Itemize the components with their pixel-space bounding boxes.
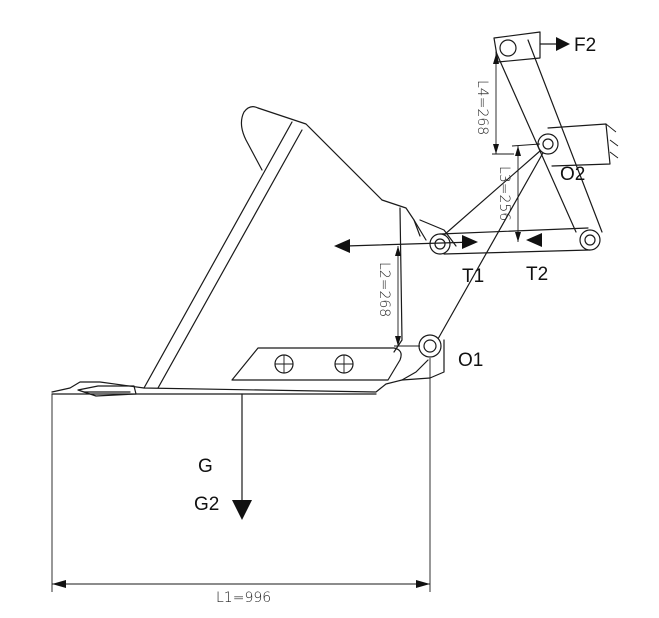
f2-arrowhead bbox=[556, 37, 570, 51]
dim-label-l4: L4=268 bbox=[474, 80, 490, 135]
l2-arrow-top bbox=[395, 246, 401, 256]
bucket-rear-edge bbox=[393, 207, 403, 353]
pin-o1-inner bbox=[423, 339, 437, 353]
rocker-arm-right bbox=[527, 39, 603, 233]
l1-arrow-left bbox=[52, 580, 66, 588]
bucket-lip bbox=[240, 106, 263, 171]
l3-arrow-top bbox=[515, 146, 521, 156]
bucket-back-line bbox=[143, 121, 293, 389]
bucket-ear-upper bbox=[419, 219, 457, 247]
label-t1: T1 bbox=[462, 266, 484, 287]
ear-link bbox=[413, 219, 427, 241]
pin-top bbox=[499, 39, 517, 57]
t1-arrowhead-left bbox=[334, 239, 350, 253]
bucket-bottom bbox=[51, 359, 429, 393]
dim-label-l2: L2=268 bbox=[376, 262, 392, 317]
rocker-top-block bbox=[493, 31, 541, 63]
t1-arrowhead-right bbox=[462, 235, 478, 249]
label-t2: T2 bbox=[526, 264, 548, 285]
label-o2: O2 bbox=[560, 164, 585, 185]
label-g2: G2 bbox=[194, 494, 219, 515]
dimension-lines bbox=[51, 52, 541, 592]
plate-hole-left-cross bbox=[275, 355, 293, 373]
l2-arrow-bottom bbox=[395, 336, 401, 346]
label-g: G bbox=[198, 456, 213, 477]
frame-hatch bbox=[605, 123, 619, 159]
l4-arrow-top bbox=[493, 54, 499, 64]
bucket-ear-lower bbox=[401, 339, 445, 381]
l3-arrow-bottom bbox=[515, 232, 521, 242]
tie-rod-top bbox=[439, 227, 589, 235]
text-labels: F2 O2 T1 T2 O1 G G2 L1=996 L2=268 L3=256… bbox=[194, 35, 596, 606]
label-o1: O1 bbox=[458, 350, 483, 371]
o2-to-t1-line bbox=[435, 143, 549, 243]
pin-t2-inner bbox=[584, 234, 596, 246]
tie-rod-bottom bbox=[443, 249, 591, 255]
slot-plate bbox=[231, 347, 402, 381]
bucket bbox=[51, 106, 457, 397]
forces bbox=[232, 37, 570, 520]
pin-t1-inner bbox=[434, 238, 446, 250]
cutting-edge bbox=[77, 385, 137, 397]
label-f2: F2 bbox=[574, 35, 596, 56]
bucket-top-edge bbox=[257, 107, 383, 201]
bucket-back-line-inner bbox=[157, 129, 303, 389]
gravity-arrowhead bbox=[232, 500, 252, 520]
dim-label-l3: L3=256 bbox=[496, 166, 512, 221]
plate-hole-right-cross bbox=[335, 355, 353, 373]
o2-to-o1-line bbox=[433, 143, 549, 347]
l3-ext-top bbox=[511, 143, 541, 147]
dim-label-l1: L1=996 bbox=[216, 590, 271, 606]
l4-arrow-bottom bbox=[493, 144, 499, 154]
pin-o2-inner bbox=[542, 138, 554, 150]
linkage bbox=[418, 31, 619, 358]
t1-force-line bbox=[345, 241, 475, 247]
l1-arrow-right bbox=[416, 580, 430, 588]
bucket-rear-plate bbox=[381, 199, 421, 237]
frame-block bbox=[547, 123, 611, 167]
t2-arrowhead bbox=[526, 233, 542, 247]
rocker-arm-left bbox=[495, 51, 577, 233]
